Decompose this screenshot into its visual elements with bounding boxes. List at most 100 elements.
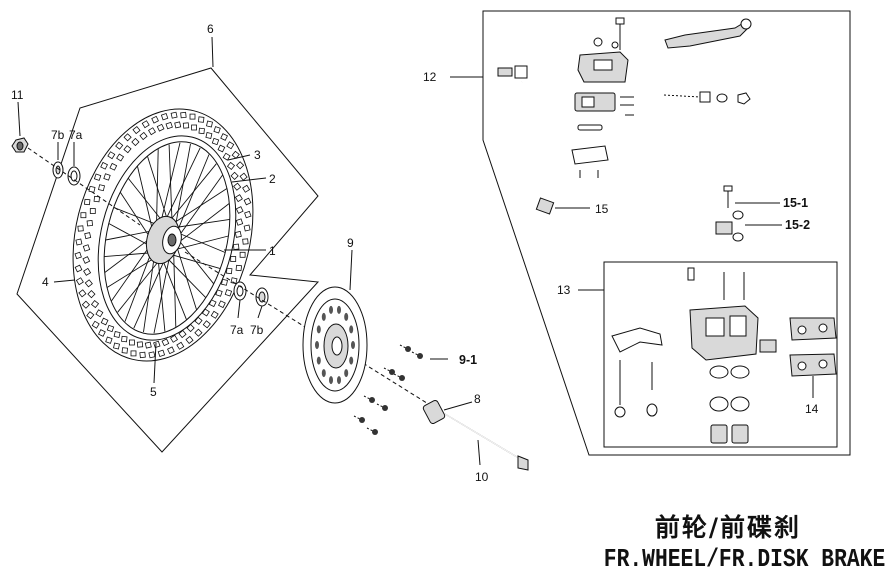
collar-left <box>52 161 64 179</box>
spoke-line <box>177 238 215 285</box>
spoke-line <box>137 166 155 236</box>
tread-knob <box>165 121 173 130</box>
label-spoke: 1 <box>269 244 276 258</box>
disc-hole <box>316 356 321 365</box>
tread-knob <box>226 161 236 170</box>
label-tire: 4 <box>42 275 49 289</box>
tread-knob <box>230 256 237 262</box>
spoke-line <box>173 235 229 251</box>
spoke-line <box>177 174 223 239</box>
tread-knob <box>75 277 84 286</box>
label-front-hub: 5 <box>150 385 157 399</box>
master-cylinder <box>571 17 752 178</box>
disc-hole <box>349 325 354 334</box>
title-chinese: 前轮/前碟刹 <box>654 513 801 542</box>
spoke-line <box>174 143 191 228</box>
tread-knob <box>226 141 235 150</box>
tread-knob <box>80 212 87 219</box>
label-oil-seal-left: 7a <box>69 128 83 142</box>
tread-knob <box>98 184 105 192</box>
tread-knob <box>167 346 175 355</box>
tread-knob <box>77 225 84 232</box>
disc-bolt <box>393 373 405 381</box>
tread-knob <box>198 127 205 135</box>
tread-knob <box>244 210 252 219</box>
brake-disc <box>302 286 368 404</box>
tread-knob <box>156 123 165 132</box>
tread-knob <box>123 145 132 154</box>
label-axle-nut: 11 <box>11 88 24 102</box>
tread-knob <box>131 137 140 147</box>
tread-knob <box>121 347 128 354</box>
front-axle <box>444 413 529 471</box>
rim-outer <box>97 135 237 341</box>
spoke-line <box>119 191 153 242</box>
tread-knob <box>180 111 187 119</box>
disc-hole <box>344 312 349 321</box>
tread-knob <box>136 341 144 348</box>
disc-bolt <box>366 427 378 435</box>
tread-knob <box>86 311 95 320</box>
spoke-line <box>117 257 162 313</box>
tread-knob <box>144 341 152 349</box>
disc-hole <box>315 341 319 349</box>
label-collar-left: 7b <box>51 128 65 142</box>
label-oil-seal-right: 7a <box>230 323 244 337</box>
spoke-line <box>155 149 159 230</box>
spoke-line <box>111 241 153 302</box>
tread-knob <box>202 320 211 329</box>
label-front-wheel-assy: 6 <box>207 22 214 36</box>
spoke-line <box>168 144 173 224</box>
spoke-line <box>163 147 201 224</box>
disc-hole <box>349 356 354 365</box>
brake-pads <box>789 317 837 398</box>
spoke-line <box>172 188 227 225</box>
spoke-line <box>104 252 155 258</box>
tread-knob <box>98 329 106 337</box>
disc-hole <box>329 376 333 385</box>
tread-knob <box>194 328 203 337</box>
brake-group-outline <box>482 10 851 456</box>
tread-knob <box>233 243 240 250</box>
disc-hole <box>344 369 349 378</box>
tread-knob <box>86 220 93 227</box>
tread-knob <box>93 173 102 181</box>
tread-knob <box>139 131 148 141</box>
caliper <box>611 267 777 444</box>
tread-knob <box>235 161 245 170</box>
tire-tread <box>74 111 252 359</box>
label-rim: 2 <box>269 172 276 186</box>
tread-knob <box>243 197 252 206</box>
tread-knob <box>182 122 190 129</box>
tread-knob <box>74 251 82 260</box>
tread-knob <box>106 324 115 333</box>
spoke-line <box>153 254 171 334</box>
oil-seal-left <box>67 166 81 186</box>
tread-knob <box>239 251 246 258</box>
label-banjo-bolt: 15-1 <box>783 196 808 210</box>
disc-hole <box>351 341 355 349</box>
tread-knob <box>116 153 125 162</box>
tread-knob <box>103 173 111 181</box>
tread-knob <box>82 256 91 264</box>
tread-knob <box>89 208 96 214</box>
tread-knob <box>242 238 249 245</box>
tread-knob <box>233 182 242 191</box>
tread-knob <box>115 141 124 150</box>
tread-knob <box>75 238 83 246</box>
tread-knob <box>100 317 109 326</box>
label-brake-hose: 15 <box>595 202 609 216</box>
oil-seal-right <box>233 281 247 301</box>
label-brake-pads: 14 <box>805 402 819 416</box>
tread-knob <box>113 331 121 338</box>
tread-knob <box>234 194 243 203</box>
disc-bolt <box>363 395 375 403</box>
tread-knob <box>243 224 251 232</box>
tread-knob <box>234 230 242 238</box>
disc-hole <box>329 305 333 314</box>
tread-knob <box>217 144 226 153</box>
tread-knob <box>231 150 240 159</box>
label-master-cylinder-assy: 12 <box>423 70 437 84</box>
spoke-line <box>127 178 165 224</box>
